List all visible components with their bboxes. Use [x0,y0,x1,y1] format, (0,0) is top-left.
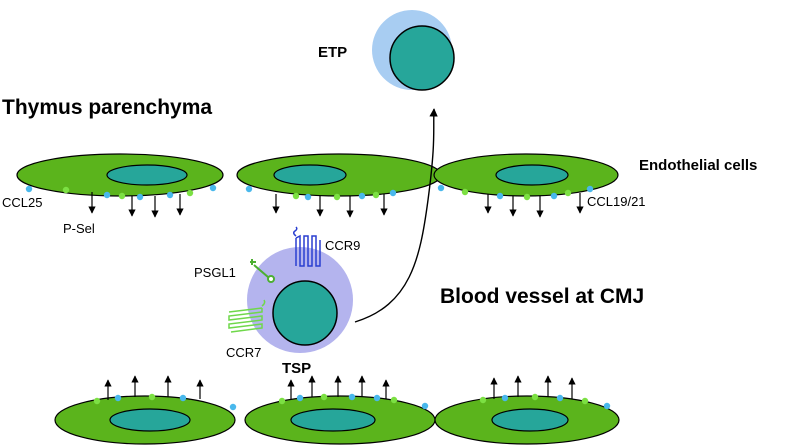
psgl1-label: PSGL1 [194,265,236,280]
endothelial-cell [236,153,442,197]
p-sel-label: P-Sel [63,221,95,236]
etp-label: ETP [318,44,347,61]
endothelial-nucleus [495,164,569,186]
endothelial-cell [244,395,436,445]
bottom-endothelial-row [54,395,620,445]
ccl25-label: CCL25 [2,195,42,210]
endothelial-cells-label: Endothelial cells [639,157,757,174]
tsp-cell [247,247,353,353]
bottom-arrows [104,375,576,400]
endothelial-nucleus [290,408,376,432]
endothelial-nucleus [106,164,188,186]
ccr7-receptor-icon [228,299,266,333]
endothelial-nucleus [491,408,569,432]
tsp-nucleus [272,280,338,346]
endothelial-cell [433,153,619,197]
psgl1-receptor-icon [250,259,275,283]
top-arrows [88,192,584,218]
blood-vessel-label: Blood vessel at CMJ [440,285,644,308]
thymus-parenchyma-label: Thymus parenchyma [2,96,212,119]
ccr7-label: CCR7 [226,345,261,360]
top-endothelial-row [16,153,619,197]
endothelial-nucleus [273,164,347,186]
endothelial-cell [16,153,224,197]
migration-arrow [354,108,438,323]
endothelial-cell [54,395,236,445]
etp-nucleus [389,25,455,91]
endothelial-nucleus [109,408,191,432]
ccr9-label: CCR9 [325,238,360,253]
ccr9-receptor-icon [292,226,321,267]
bottom-dots [93,393,611,411]
endothelial-cell [434,395,620,445]
ccl19-21-label: CCL19/21 [587,194,646,209]
top-dots [25,184,594,201]
tsp-label: TSP [282,360,311,377]
etp-cell [372,10,455,91]
